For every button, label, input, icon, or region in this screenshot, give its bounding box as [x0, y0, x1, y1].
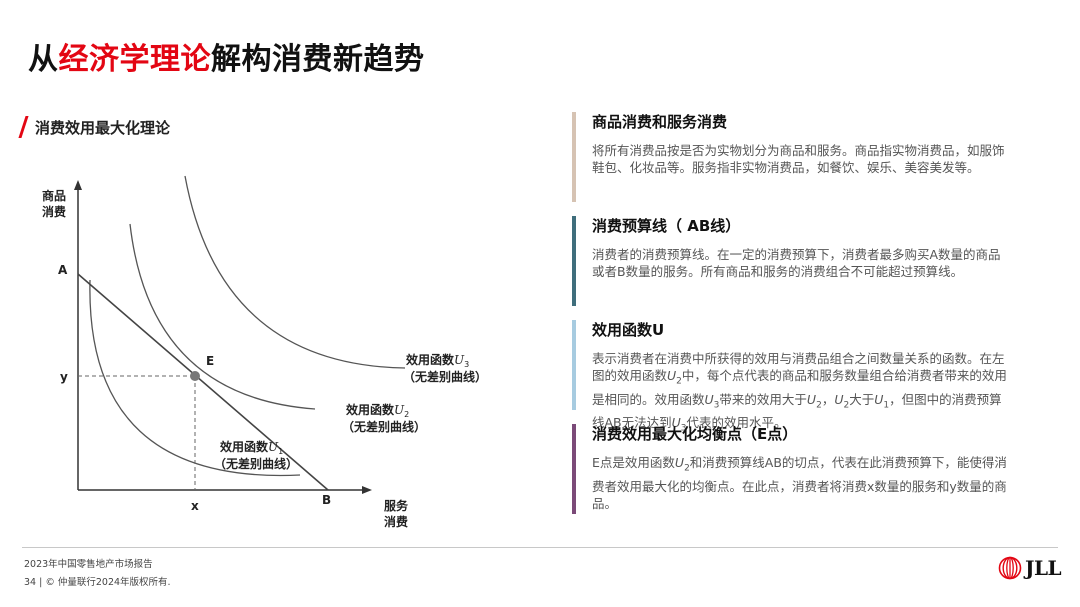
- section-accent-bar: [572, 320, 576, 410]
- x-axis-arrow-icon: [362, 486, 372, 494]
- section-equilibrium-point: 消费效用最大化均衡点（E点） E点是效用函数U2和消费预算线AB的切点，代表在此…: [572, 424, 1012, 514]
- u1-label-text: 效用函数: [220, 439, 269, 454]
- u2-label-text: 效用函数: [346, 402, 395, 417]
- equilibrium-point-e: [190, 371, 200, 381]
- u3-label: 效用函数U3: [406, 352, 469, 369]
- section-body: 消费者的消费预算线。在一定的消费预算下，消费者最多购买A数量的商品或者B数量的服…: [592, 247, 1001, 279]
- section-body: 将所有消费品按是否为实物划分为商品和服务。商品指实物消费品，如服饰鞋包、化妆品等…: [592, 143, 1005, 175]
- section-budget-line: 消费预算线（ AB线） 消费者的消费预算线。在一定的消费预算下，消费者最多购买A…: [572, 216, 1012, 306]
- y-axis-arrow-icon: [74, 180, 82, 190]
- subheading-text: 消费效用最大化理论: [35, 118, 171, 137]
- section-body: E点是效用函数U2和消费预算线AB的切点，代表在此消费预算下，能使得消费者效用最…: [592, 455, 1007, 511]
- page-title: 从经济学理论解构消费新趋势: [28, 34, 425, 78]
- u3-subscript: 3: [464, 360, 469, 369]
- title-highlight: 经济学理论: [58, 42, 211, 77]
- footer-report-name: 2023年中国零售地产市场报告: [24, 559, 153, 570]
- point-e-label: E: [206, 354, 214, 368]
- x-value-label: x: [191, 499, 199, 513]
- section-title: 消费预算线（ AB线）: [592, 217, 741, 235]
- jll-logo-text: JLL: [1025, 556, 1062, 580]
- u2-symbol: U: [394, 403, 405, 417]
- title-prefix: 从: [28, 42, 59, 77]
- u2-note: （无差别曲线）: [342, 419, 426, 434]
- y-axis-label-line1: 商品: [42, 188, 66, 203]
- u1-label: 效用函数U1: [220, 439, 283, 456]
- section-body: 表示消费者在消费中所获得的效用与消费品组合之间数量关系的函数。在左图的效用函数U…: [592, 351, 1007, 434]
- section-accent-bar: [572, 216, 576, 306]
- u3-symbol: U: [454, 353, 465, 367]
- u2-label: 效用函数U2: [346, 402, 409, 419]
- slash-accent-icon: [18, 116, 29, 138]
- copyright-text: © 仲量联行2024年版权所有.: [45, 577, 171, 588]
- page-number: 34: [24, 577, 37, 588]
- section-accent-bar: [572, 112, 576, 202]
- section-accent-bar: [572, 424, 576, 514]
- u1-note: （无差别曲线）: [214, 456, 298, 471]
- point-b-label: B: [322, 493, 331, 507]
- utility-curve-u1: [89, 279, 301, 477]
- jll-logo-icon: [998, 556, 1022, 580]
- budget-line-ab: [77, 273, 329, 491]
- u1-symbol: U: [268, 440, 279, 454]
- utility-diagram: 商品 消费 服务 消费 A B E y x 效用函数U3 （无差别曲线） 效用函…: [42, 175, 487, 529]
- jll-logo: JLL: [998, 556, 1062, 580]
- u2-subscript: 2: [404, 410, 409, 419]
- utility-curve-u2: [129, 223, 316, 410]
- footer-divider: [22, 547, 1058, 548]
- section-title: 商品消费和服务消费: [592, 113, 728, 131]
- section-subheading: 消费效用最大化理论: [18, 116, 171, 138]
- section-title: 效用函数U: [592, 321, 665, 339]
- u3-label-text: 效用函数: [406, 352, 455, 367]
- title-suffix: 解构消费新趋势: [211, 42, 425, 77]
- section-goods-services: 商品消费和服务消费 将所有消费品按是否为实物划分为商品和服务。商品指实物消费品，…: [572, 112, 1012, 202]
- y-axis-label-line2: 消费: [42, 204, 66, 219]
- x-axis-label-line1: 服务: [384, 498, 409, 513]
- y-value-label: y: [60, 370, 68, 384]
- point-a-label: A: [58, 263, 68, 277]
- section-title: 消费效用最大化均衡点（E点）: [592, 425, 798, 443]
- section-utility-function: 效用函数U 表示消费者在消费中所获得的效用与消费品组合之间数量关系的函数。在左图…: [572, 320, 1012, 434]
- u1-subscript: 1: [278, 447, 283, 456]
- footer-copyright-line: 34 | © 仲量联行2024年版权所有.: [24, 577, 171, 588]
- x-axis-label-line2: 消费: [384, 514, 408, 529]
- u3-note: （无差别曲线）: [403, 369, 487, 384]
- utility-curve-u3: [184, 175, 406, 369]
